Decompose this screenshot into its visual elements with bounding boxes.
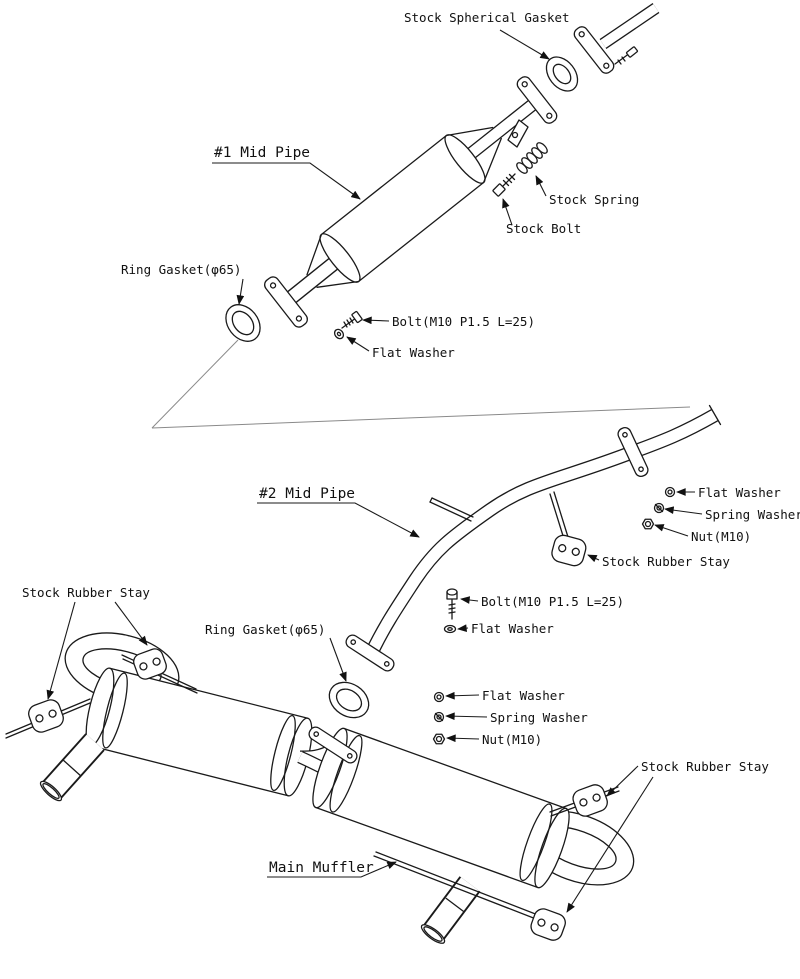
label-flat-washer-1: Flat Washer — [372, 345, 455, 360]
mid-pipe-2-assembly — [365, 404, 722, 656]
spring-washer-2-part — [433, 711, 445, 723]
separator-lines — [151, 339, 691, 429]
label-nut-m10-1: Nut(M10) — [691, 529, 751, 544]
flat-washer-3-part — [443, 624, 457, 634]
stock-rubber-stay-right-top-part — [551, 534, 587, 567]
leader-stock-bolt — [502, 198, 513, 226]
small-bolt-top-right — [614, 46, 639, 65]
pipe-hanger-rod — [429, 497, 474, 522]
bolt-m10-2-part — [446, 588, 458, 620]
nut-m10-2-part — [432, 733, 446, 745]
leader-stock-rubber-stay-right-bottom-a — [606, 765, 639, 797]
main-muffler-assembly — [5, 632, 635, 944]
leader-flat-washer-3 — [457, 624, 469, 632]
label-mid-pipe-1: #1 Mid Pipe — [214, 145, 310, 161]
mid-pipe-2-tube — [365, 404, 722, 656]
label-flat-washer-3: Flat Washer — [471, 621, 554, 636]
leader-nut-m10-1 — [654, 524, 689, 537]
flat-washer-4-part — [433, 691, 445, 703]
label-stock-rubber-stay-left: Stock Rubber Stay — [22, 585, 150, 600]
leader-main-muffler — [267, 861, 397, 878]
leader-spring-washer-1 — [664, 506, 703, 515]
label-flat-washer-2: Flat Washer — [698, 485, 781, 500]
label-stock-rubber-stay-right-top: Stock Rubber Stay — [602, 554, 730, 569]
leader-flat-washer-4 — [445, 691, 480, 700]
leader-mid-pipe-1 — [212, 162, 361, 200]
spring-bolt-tab — [507, 119, 529, 148]
leader-nut-m10-2 — [446, 734, 480, 743]
label-stock-bolt: Stock Bolt — [506, 221, 581, 236]
pipe-flange-lower — [264, 276, 308, 328]
leader-mid-pipe-2 — [257, 502, 420, 538]
stock-bolt-part — [492, 173, 516, 197]
leader-ring-gasket-2 — [329, 637, 347, 682]
leader-stock-rubber-stay-right-bottom-b — [566, 776, 654, 913]
leader-lines — [46, 29, 703, 913]
rubber-stay-rod-right-top — [549, 491, 569, 540]
flat-washer-2-part — [664, 486, 676, 498]
leader-stock-rubber-stay-left-a — [46, 601, 76, 700]
bolt-m10-1-part — [341, 310, 363, 329]
label-nut-m10-2: Nut(M10) — [482, 732, 542, 747]
text-labels: Stock Spherical Gasket #1 Mid Pipe Stock… — [22, 10, 800, 876]
leader-stock-spherical-gasket — [499, 29, 550, 60]
label-spring-washer-2: Spring Washer — [490, 710, 588, 725]
label-stock-spherical-gasket: Stock Spherical Gasket — [404, 10, 570, 25]
label-stock-rubber-stay-right-bottom: Stock Rubber Stay — [641, 759, 769, 774]
label-stock-spring: Stock Spring — [549, 192, 639, 207]
label-ring-gasket-1: Ring Gasket(φ65) — [121, 262, 241, 277]
label-mid-pipe-2: #2 Mid Pipe — [259, 486, 355, 502]
leader-bolt-m10-2 — [460, 596, 479, 604]
label-bolt-m10-2: Bolt(M10 P1.5 L=25) — [481, 594, 624, 609]
stock-rubber-stay-right-4-part — [530, 908, 566, 941]
leader-bolt-m10-1 — [362, 316, 390, 325]
leader-stock-rubber-stay-right-top — [587, 554, 600, 563]
label-ring-gasket-2: Ring Gasket(φ65) — [205, 622, 325, 637]
leader-flat-washer-1 — [346, 336, 370, 352]
leader-stock-spring — [535, 175, 547, 197]
mid-pipe-1-assembly — [225, 3, 660, 342]
left-muffler-can — [85, 667, 313, 797]
right-exhaust-tip — [420, 876, 481, 944]
upper-flange — [573, 26, 615, 74]
stock-rubber-stay-left-2-part — [133, 648, 167, 680]
label-flat-washer-4: Flat Washer — [482, 688, 565, 703]
flat-washer-1-part — [333, 328, 345, 340]
label-spring-washer-1: Spring Washer — [705, 507, 800, 522]
muffler-inlet-flange — [308, 726, 358, 764]
spherical-gasket — [545, 56, 579, 92]
stock-spring-part — [516, 142, 548, 174]
leader-spring-washer-2 — [445, 712, 488, 721]
leader-ring-gasket-1 — [236, 278, 245, 305]
stock-rubber-stay-left-1-part — [28, 699, 64, 733]
label-bolt-m10-1: Bolt(M10 P1.5 L=25) — [392, 314, 535, 329]
stock-rubber-stay-right-3-part — [572, 784, 608, 817]
ring-gasket-1-part — [225, 304, 261, 342]
pipe-upper-section — [463, 96, 541, 162]
label-main-muffler: Main Muffler — [269, 860, 374, 876]
spring-washer-1-part — [653, 502, 665, 514]
left-exhaust-tip — [39, 733, 105, 802]
mid-pipe-2-bottom-flange — [345, 634, 395, 672]
nut-m10-1-part — [641, 518, 655, 530]
pipe-flange-upper — [516, 76, 558, 124]
ring-gasket-2-part — [328, 681, 370, 719]
pipe-stub-top — [599, 3, 660, 49]
leader-stock-rubber-stay-left-b — [114, 601, 148, 646]
mid-pipe-2-top-flange — [617, 427, 649, 477]
resonator-body — [306, 126, 502, 288]
